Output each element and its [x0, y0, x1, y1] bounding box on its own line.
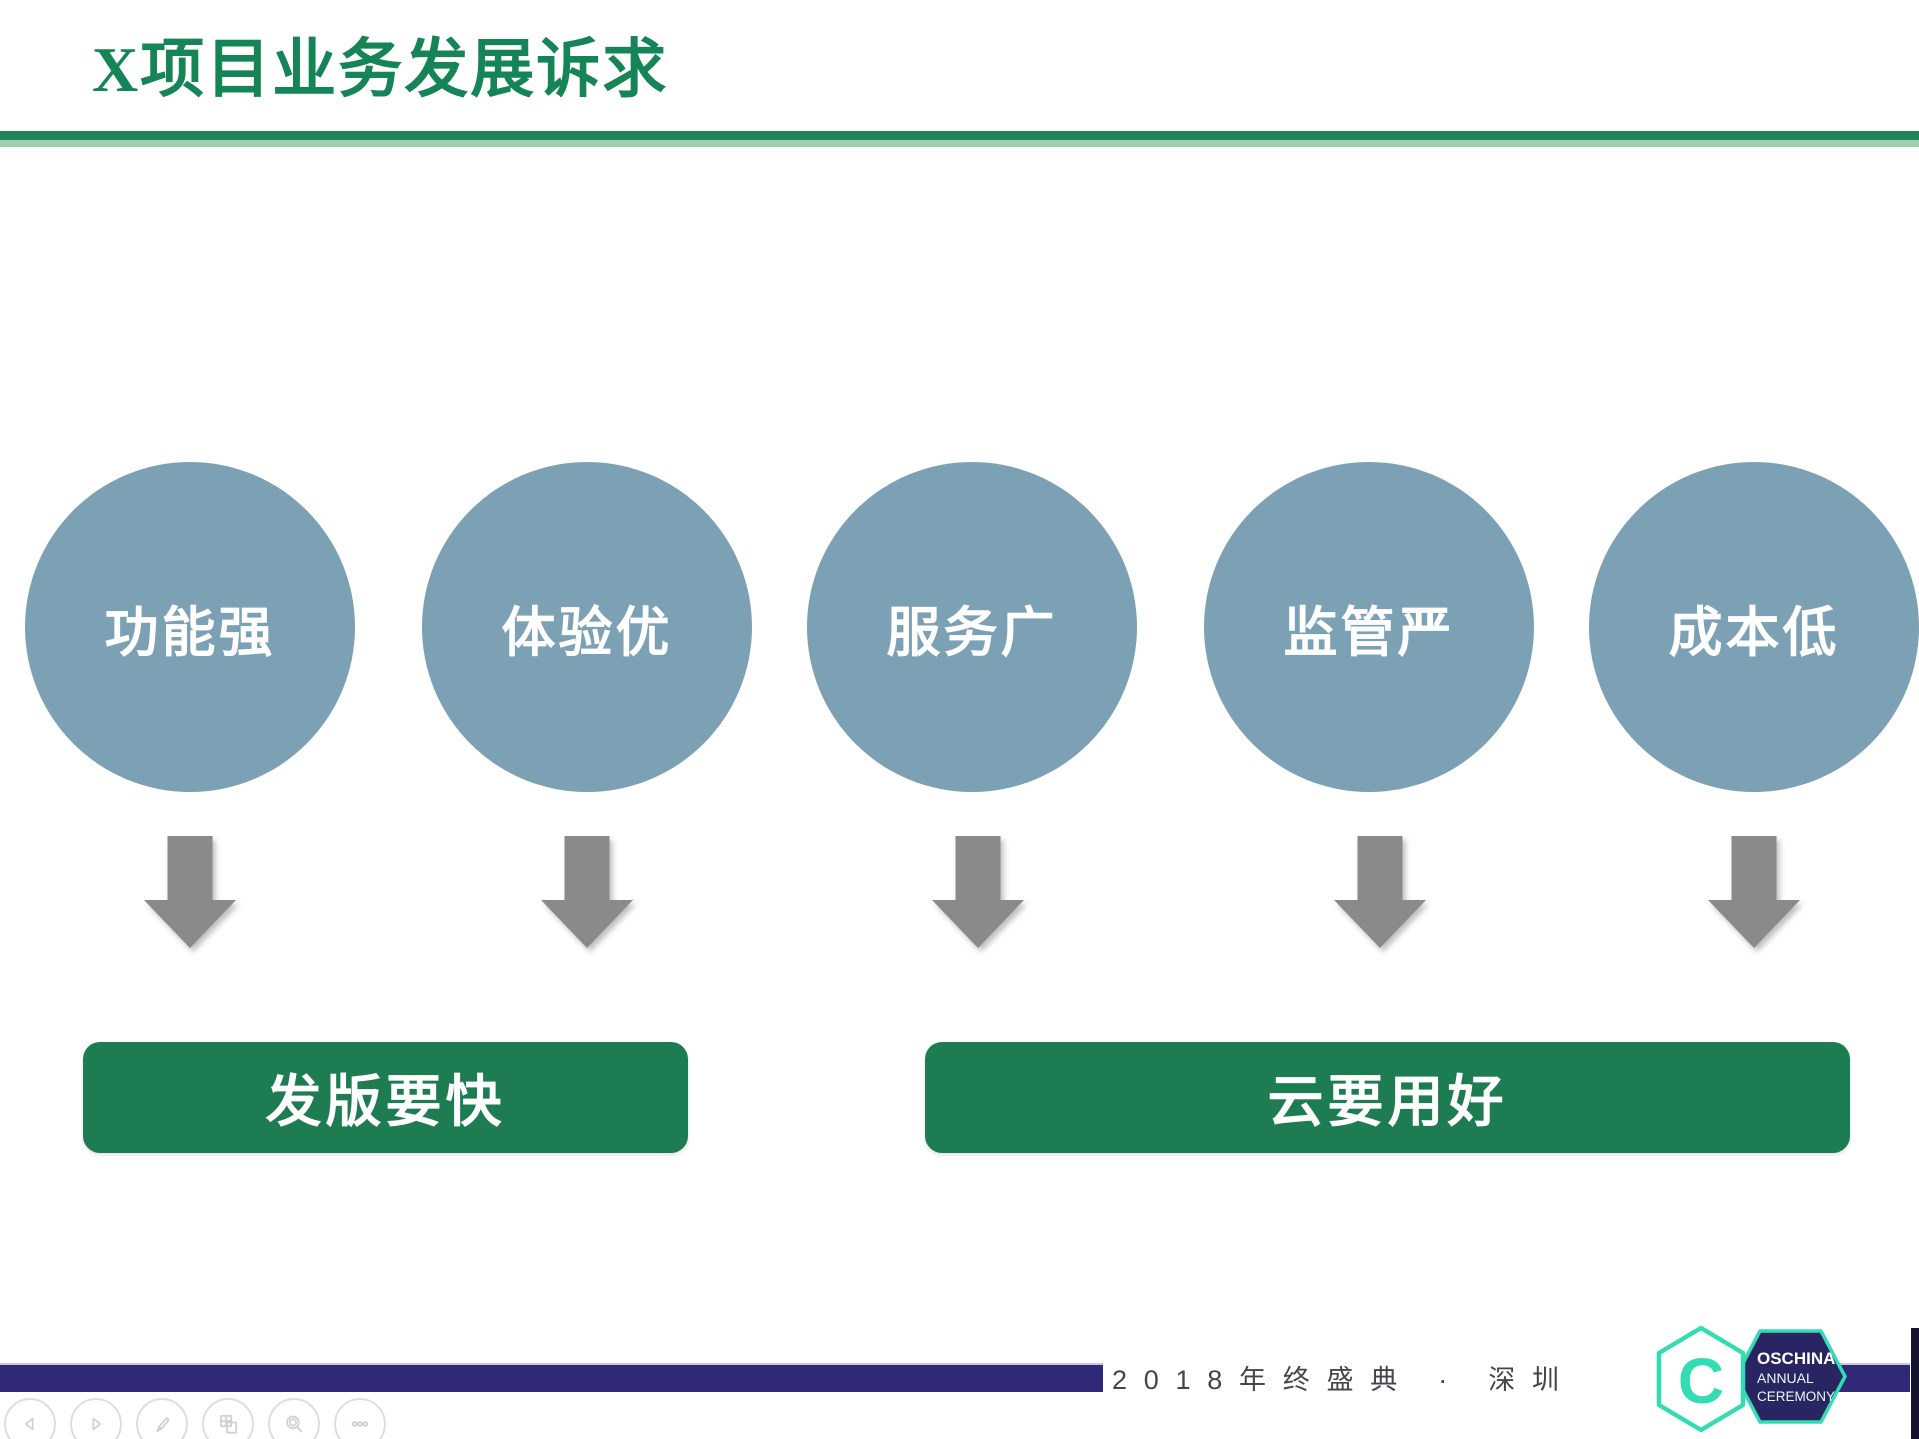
circle-item-2: 体验优 [422, 462, 752, 792]
more-options-button[interactable] [334, 1398, 386, 1439]
circle-label: 成本低 [1668, 602, 1840, 663]
left-triangle-icon [24, 1417, 34, 1431]
annotate-pen-button[interactable] [136, 1398, 188, 1439]
next-slide-button[interactable] [70, 1398, 122, 1439]
slides-icon [220, 1415, 237, 1434]
event-title: 2018年终盛典 · 深圳 [1112, 1364, 1576, 1395]
pen-icon [156, 1417, 170, 1433]
logo-line2-text: ANNUAL [1757, 1370, 1814, 1386]
logo-letter: C [1678, 1345, 1724, 1417]
right-triangle-icon [92, 1417, 102, 1431]
oschina-logo: OSCHINA ANNUAL CEREMONY C [1648, 1322, 1860, 1434]
window-edge-strip [1911, 1328, 1919, 1439]
down-arrow-icon [1704, 836, 1804, 952]
down-arrow-icon [1330, 836, 1430, 952]
circle-label: 监管严 [1283, 602, 1455, 663]
circle-label: 体验优 [501, 602, 673, 663]
circle-label: 功能强 [104, 602, 276, 663]
conclusion-label: 云要用好 [1267, 1070, 1508, 1133]
logo-line3-text: CEREMONY [1757, 1389, 1835, 1404]
down-arrow-icon [140, 836, 240, 952]
down-arrow-icon [928, 836, 1028, 952]
conclusion-box-cloud: 云要用好 [925, 1042, 1850, 1153]
circle-item-1: 功能强 [25, 462, 355, 792]
zoom-button[interactable] [268, 1398, 320, 1439]
slide-overview-button[interactable] [202, 1398, 254, 1439]
logo-hexagon-text: OSCHINA ANNUAL CEREMONY [1734, 1329, 1847, 1424]
previous-slide-button[interactable] [4, 1398, 56, 1439]
logo-org-text: OSCHINA [1757, 1349, 1835, 1368]
circle-item-4: 监管严 [1204, 462, 1534, 792]
magnifier-icon [286, 1415, 303, 1433]
footer-bar-left [0, 1363, 1103, 1392]
conclusion-label: 发版要快 [265, 1070, 506, 1133]
divider-line-dark [0, 131, 1919, 140]
circle-item-3: 服务广 [807, 462, 1137, 792]
logo-hexagon-c: C [1656, 1325, 1746, 1433]
divider-line-light [0, 140, 1919, 147]
down-arrow-icon [537, 836, 637, 952]
circle-item-5: 成本低 [1589, 462, 1919, 792]
ellipsis-icon [351, 1421, 369, 1427]
circle-label: 服务广 [886, 602, 1058, 663]
conclusion-box-release: 发版要快 [83, 1042, 688, 1153]
page-title: X项目业务发展诉求 [92, 34, 669, 105]
